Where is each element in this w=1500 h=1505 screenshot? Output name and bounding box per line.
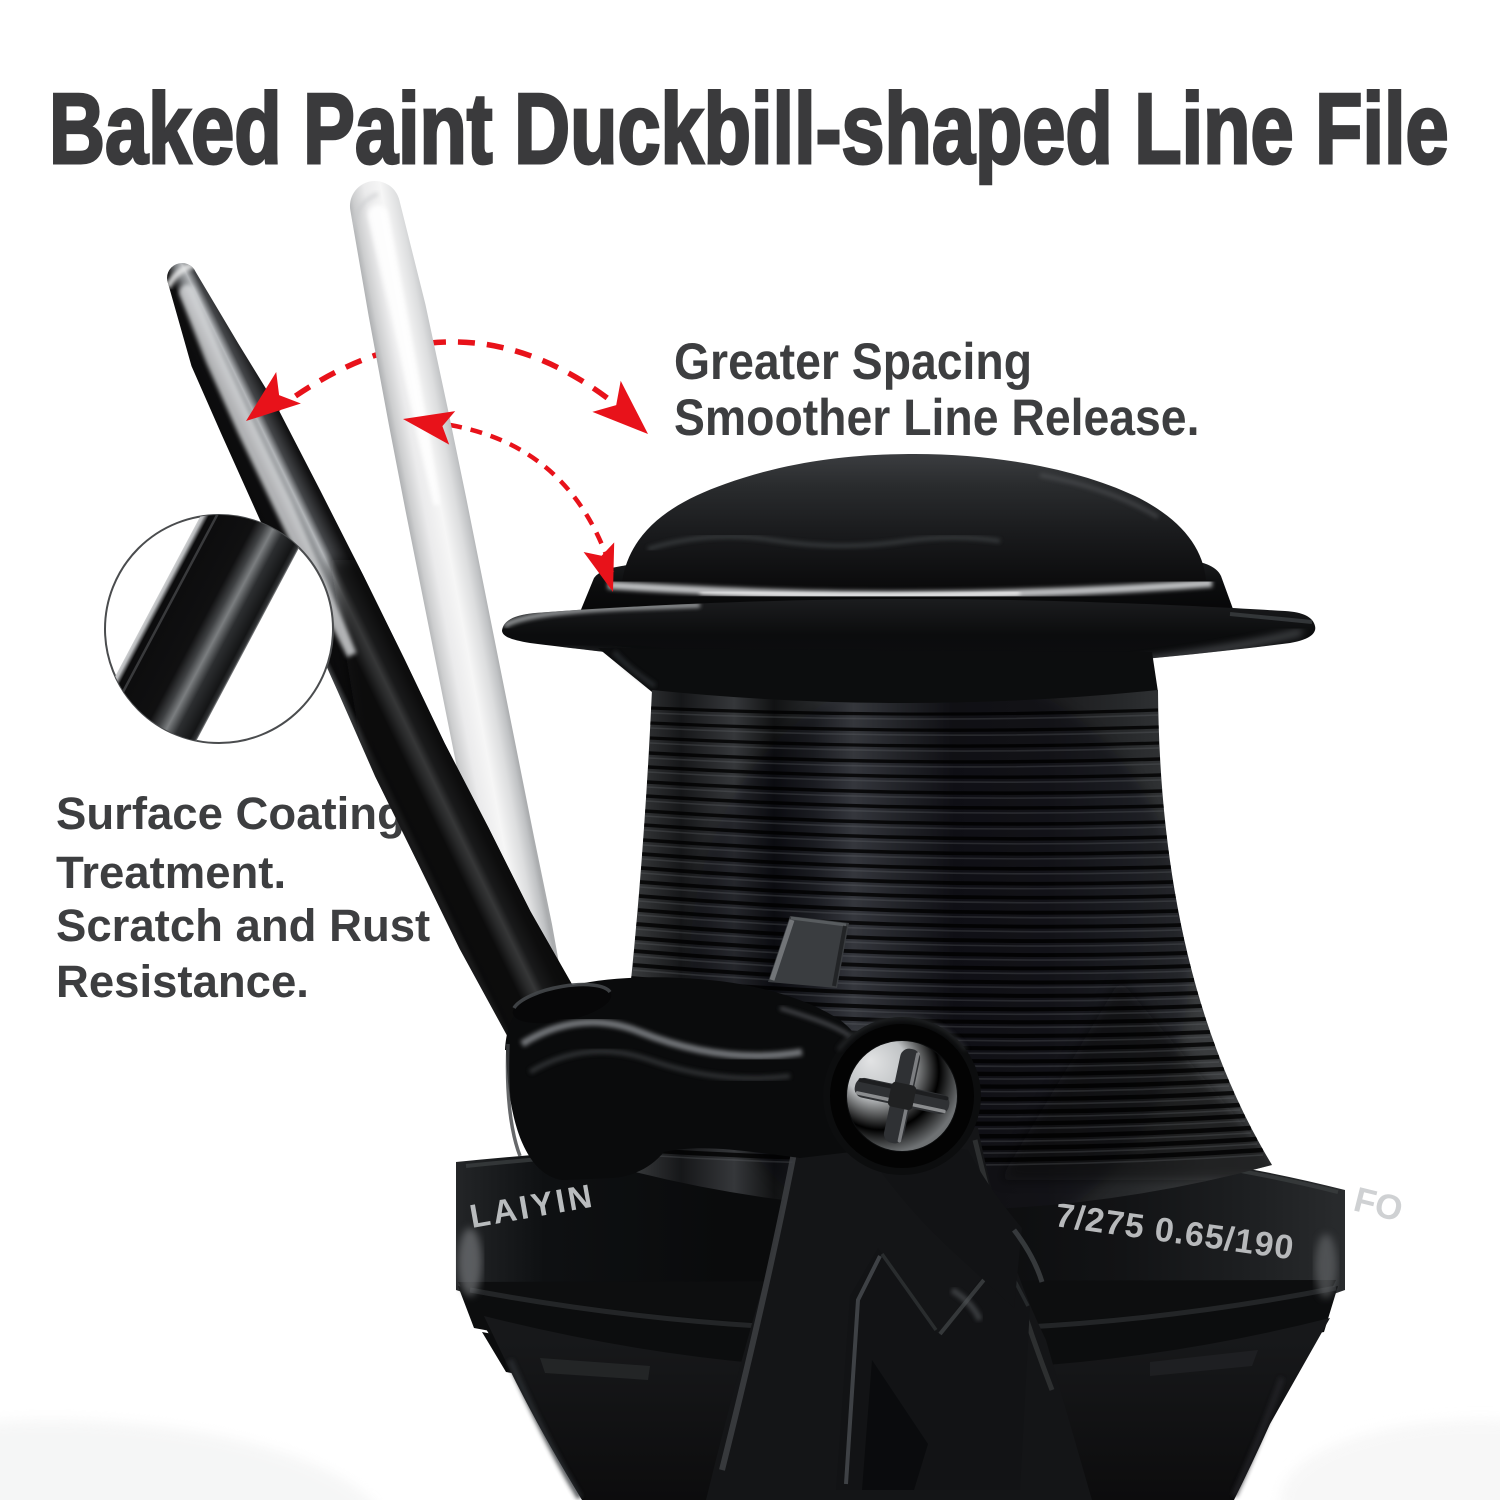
svg-text:Surface Coating: Surface Coating	[56, 788, 405, 839]
svg-text:Treatment.: Treatment.	[56, 847, 286, 898]
svg-text:Scratch and Rust: Scratch and Rust	[56, 900, 430, 951]
svg-text:Resistance.: Resistance.	[56, 956, 309, 1007]
svg-text:Greater Spacing: Greater Spacing	[674, 332, 1032, 390]
svg-text:Smoother Line Release.: Smoother Line Release.	[674, 388, 1199, 446]
svg-text:Baked Paint Duckbill-shaped Li: Baked Paint Duckbill-shaped Line File	[49, 73, 1449, 185]
